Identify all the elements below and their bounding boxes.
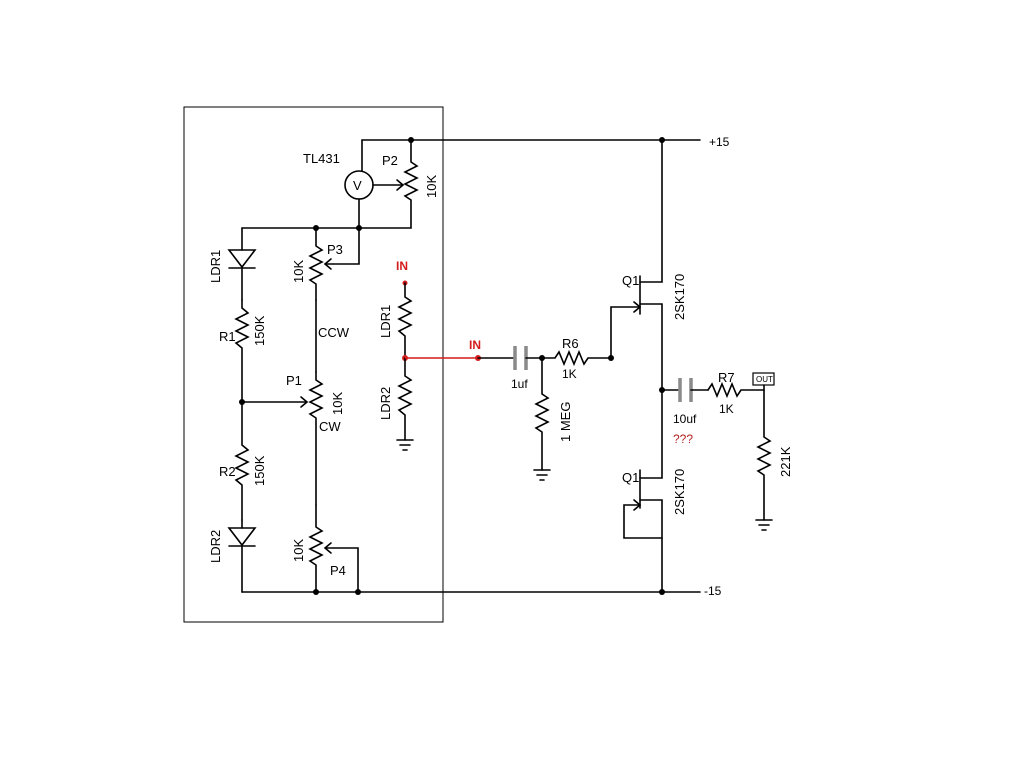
ldr1-diode: LDR1 <box>208 227 257 301</box>
q1-bottom-label: Q1 <box>622 470 639 485</box>
p3-trimmer: P3 10K <box>291 227 360 301</box>
q1-bottom-jfet: Q1 2SK170 <box>622 389 687 593</box>
ldr2-left-label: LDR2 <box>208 530 223 563</box>
p1-label: P1 <box>286 373 302 388</box>
minus-15-rail: -15 <box>241 584 722 598</box>
r1-resistor: R1 150K <box>219 299 267 403</box>
c1-capacitor: 1uf <box>511 346 543 391</box>
p1-value: 10K <box>330 392 345 415</box>
ldr1-left-label: LDR1 <box>208 250 223 283</box>
r1-value: 150K <box>252 315 267 346</box>
bias-resistor: 1 MEG <box>533 357 573 481</box>
r7-resistor: R7 1K <box>707 370 765 416</box>
q1-top-jfet: Q1 2SK170 <box>610 139 687 391</box>
p2-label: P2 <box>382 153 398 168</box>
ldr2-mid-label: LDR2 <box>378 387 393 420</box>
r6-label: R6 <box>562 336 579 351</box>
bias-resistor-value: 1 MEG <box>558 402 573 442</box>
r2-value: 150K <box>252 455 267 486</box>
r2-label: R2 <box>219 464 236 479</box>
c2-value: 10uf <box>673 412 697 426</box>
out-terminal: OUT <box>752 372 775 391</box>
r7-value: 1K <box>719 402 734 416</box>
ground-icon <box>396 439 414 451</box>
cw-label: CW <box>319 419 341 434</box>
voltmeter-symbol: V <box>353 178 362 193</box>
p3-value: 10K <box>291 260 306 283</box>
load-resistor-value: 221K <box>778 446 793 477</box>
plus-15-rail: +15 <box>361 135 730 149</box>
q1-top-part: 2SK170 <box>672 274 687 320</box>
p2-value: 10K <box>424 175 439 198</box>
ldr-divider: IN LDR1 LDR2 <box>378 259 414 451</box>
c1-value: 1uf <box>511 377 528 391</box>
p3-label: P3 <box>327 242 343 257</box>
tl431-reference: V TL431 <box>303 139 405 231</box>
p2-trimmer: P2 10K <box>358 139 439 229</box>
r7-label: R7 <box>718 370 735 385</box>
p1-pot: P1 10K CW <box>241 371 345 506</box>
bias-section-box <box>183 106 444 623</box>
ldr1-mid-label: LDR1 <box>378 305 393 338</box>
signal-input-wire: IN <box>405 338 514 361</box>
r6-value: 1K <box>562 367 577 381</box>
tl431-label: TL431 <box>303 151 340 166</box>
load-resistor: 221K <box>755 389 793 531</box>
q1-top-label: Q1 <box>622 273 639 288</box>
question-mark-label: ??? <box>673 432 693 446</box>
ground-icon <box>755 519 773 531</box>
ccw-label: CCW <box>318 325 350 340</box>
c2-capacitor: 10uf ??? <box>661 378 709 446</box>
ground-icon <box>533 469 551 481</box>
ldr2-diode: LDR2 <box>208 519 257 593</box>
r1-label: R1 <box>219 329 236 344</box>
r6-resistor: R6 1K <box>539 336 614 381</box>
minus-15-label: -15 <box>704 584 722 598</box>
in-top-label: IN <box>396 259 408 273</box>
p4-trimmer: P4 10K <box>291 504 359 593</box>
in-mid-label: IN <box>469 338 481 352</box>
out-label: OUT <box>756 375 773 384</box>
r2-resistor: R2 150K <box>219 401 267 521</box>
p4-label: P4 <box>330 563 346 578</box>
q1-bottom-part: 2SK170 <box>672 469 687 515</box>
plus-15-label: +15 <box>709 135 730 149</box>
p4-value: 10K <box>291 539 306 562</box>
